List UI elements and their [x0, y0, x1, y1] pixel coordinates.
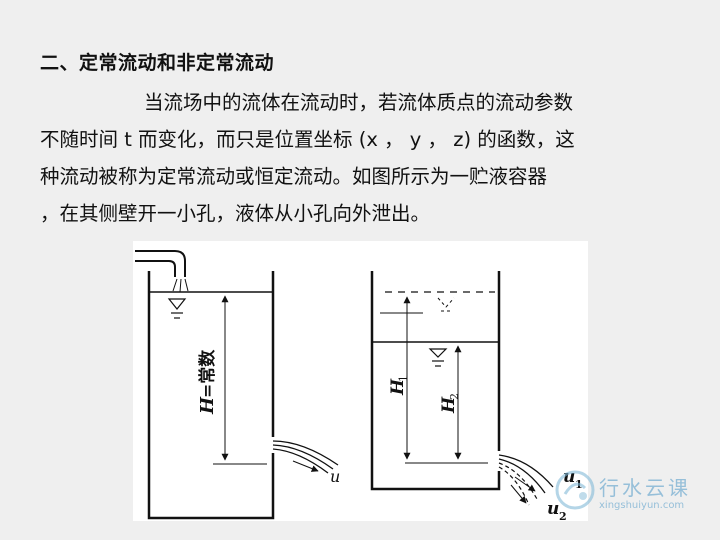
figure-drawing: H =常数 u — [135, 250, 583, 521]
label-u: u — [330, 467, 340, 486]
label-H2-sub: 2 — [448, 393, 461, 400]
label-H1: H — [388, 378, 408, 396]
label-H1-sub: 1 — [397, 375, 410, 382]
paragraph-line-2: 不随时间 t 而变化，而只是位置坐标 (x ， y ， z) 的函数，这 — [40, 128, 575, 151]
paragraph-line-4: ，在其侧壁开一小孔，液体从小孔向外泄出。 — [40, 202, 431, 225]
body-paragraph: 当流场中的流体在流动时，若流体质点的流动参数 不随时间 t 而变化，而只是位置坐… — [40, 84, 680, 232]
watermark-logo-icon — [555, 470, 595, 510]
paragraph-line-3: 种流动被称为定常流动或恒定流动。如图所示为一贮液容器 — [40, 165, 548, 188]
left-tank-labels: H =常数 u — [197, 349, 340, 486]
label-constant: =常数 — [197, 349, 218, 398]
right-tank — [370, 271, 554, 506]
label-u2: u — [547, 499, 559, 519]
watermark-url: xingshuiyun.com — [599, 500, 685, 511]
label-u2-sub: 2 — [559, 510, 567, 521]
label-H: H — [197, 396, 218, 415]
paragraph-line-1: 当流场中的流体在流动时，若流体质点的流动参数 — [144, 91, 574, 114]
section-heading: 二、定常流动和非定常流动 — [40, 52, 275, 74]
watermark: 行水云课 xingshuiyun.com — [553, 466, 713, 522]
watermark-title: 行水云课 — [599, 476, 691, 500]
left-tank — [135, 250, 339, 520]
container-figure: H =常数 u — [133, 241, 588, 521]
label-H2: H — [439, 396, 459, 414]
